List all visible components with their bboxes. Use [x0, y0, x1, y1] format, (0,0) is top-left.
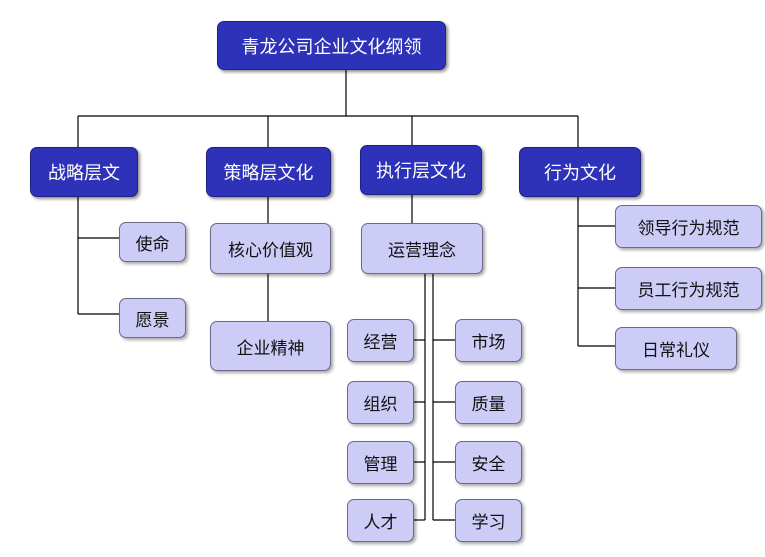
- branch-strategy-node: 战略层文: [30, 147, 138, 197]
- organization-node: 组织: [347, 381, 414, 424]
- root-node: 青龙公司企业文化纲领: [217, 21, 446, 70]
- learning-node: 学习: [455, 499, 522, 542]
- branch-behavior-node: 行为文化: [519, 147, 641, 197]
- enterprise-spirit-node: 企业精神: [210, 321, 331, 371]
- core-values-node: 核心价值观: [210, 223, 331, 274]
- quality-node: 质量: [455, 381, 522, 424]
- branch-tactics-node: 策略层文化: [206, 147, 331, 197]
- mission-node: 使命: [119, 222, 186, 262]
- operating-philosophy-node: 运营理念: [361, 223, 483, 274]
- management-node: 管理: [347, 441, 414, 484]
- employee-code-node: 员工行为规范: [615, 267, 762, 310]
- vision-node: 愿景: [119, 298, 186, 338]
- talent-node: 人才: [347, 499, 414, 542]
- safety-node: 安全: [455, 441, 522, 484]
- daily-etiquette-node: 日常礼仪: [615, 327, 737, 370]
- market-node: 市场: [455, 319, 522, 362]
- business-node: 经营: [347, 319, 414, 362]
- leadership-code-node: 领导行为规范: [615, 205, 762, 248]
- branch-execution-node: 执行层文化: [360, 145, 482, 195]
